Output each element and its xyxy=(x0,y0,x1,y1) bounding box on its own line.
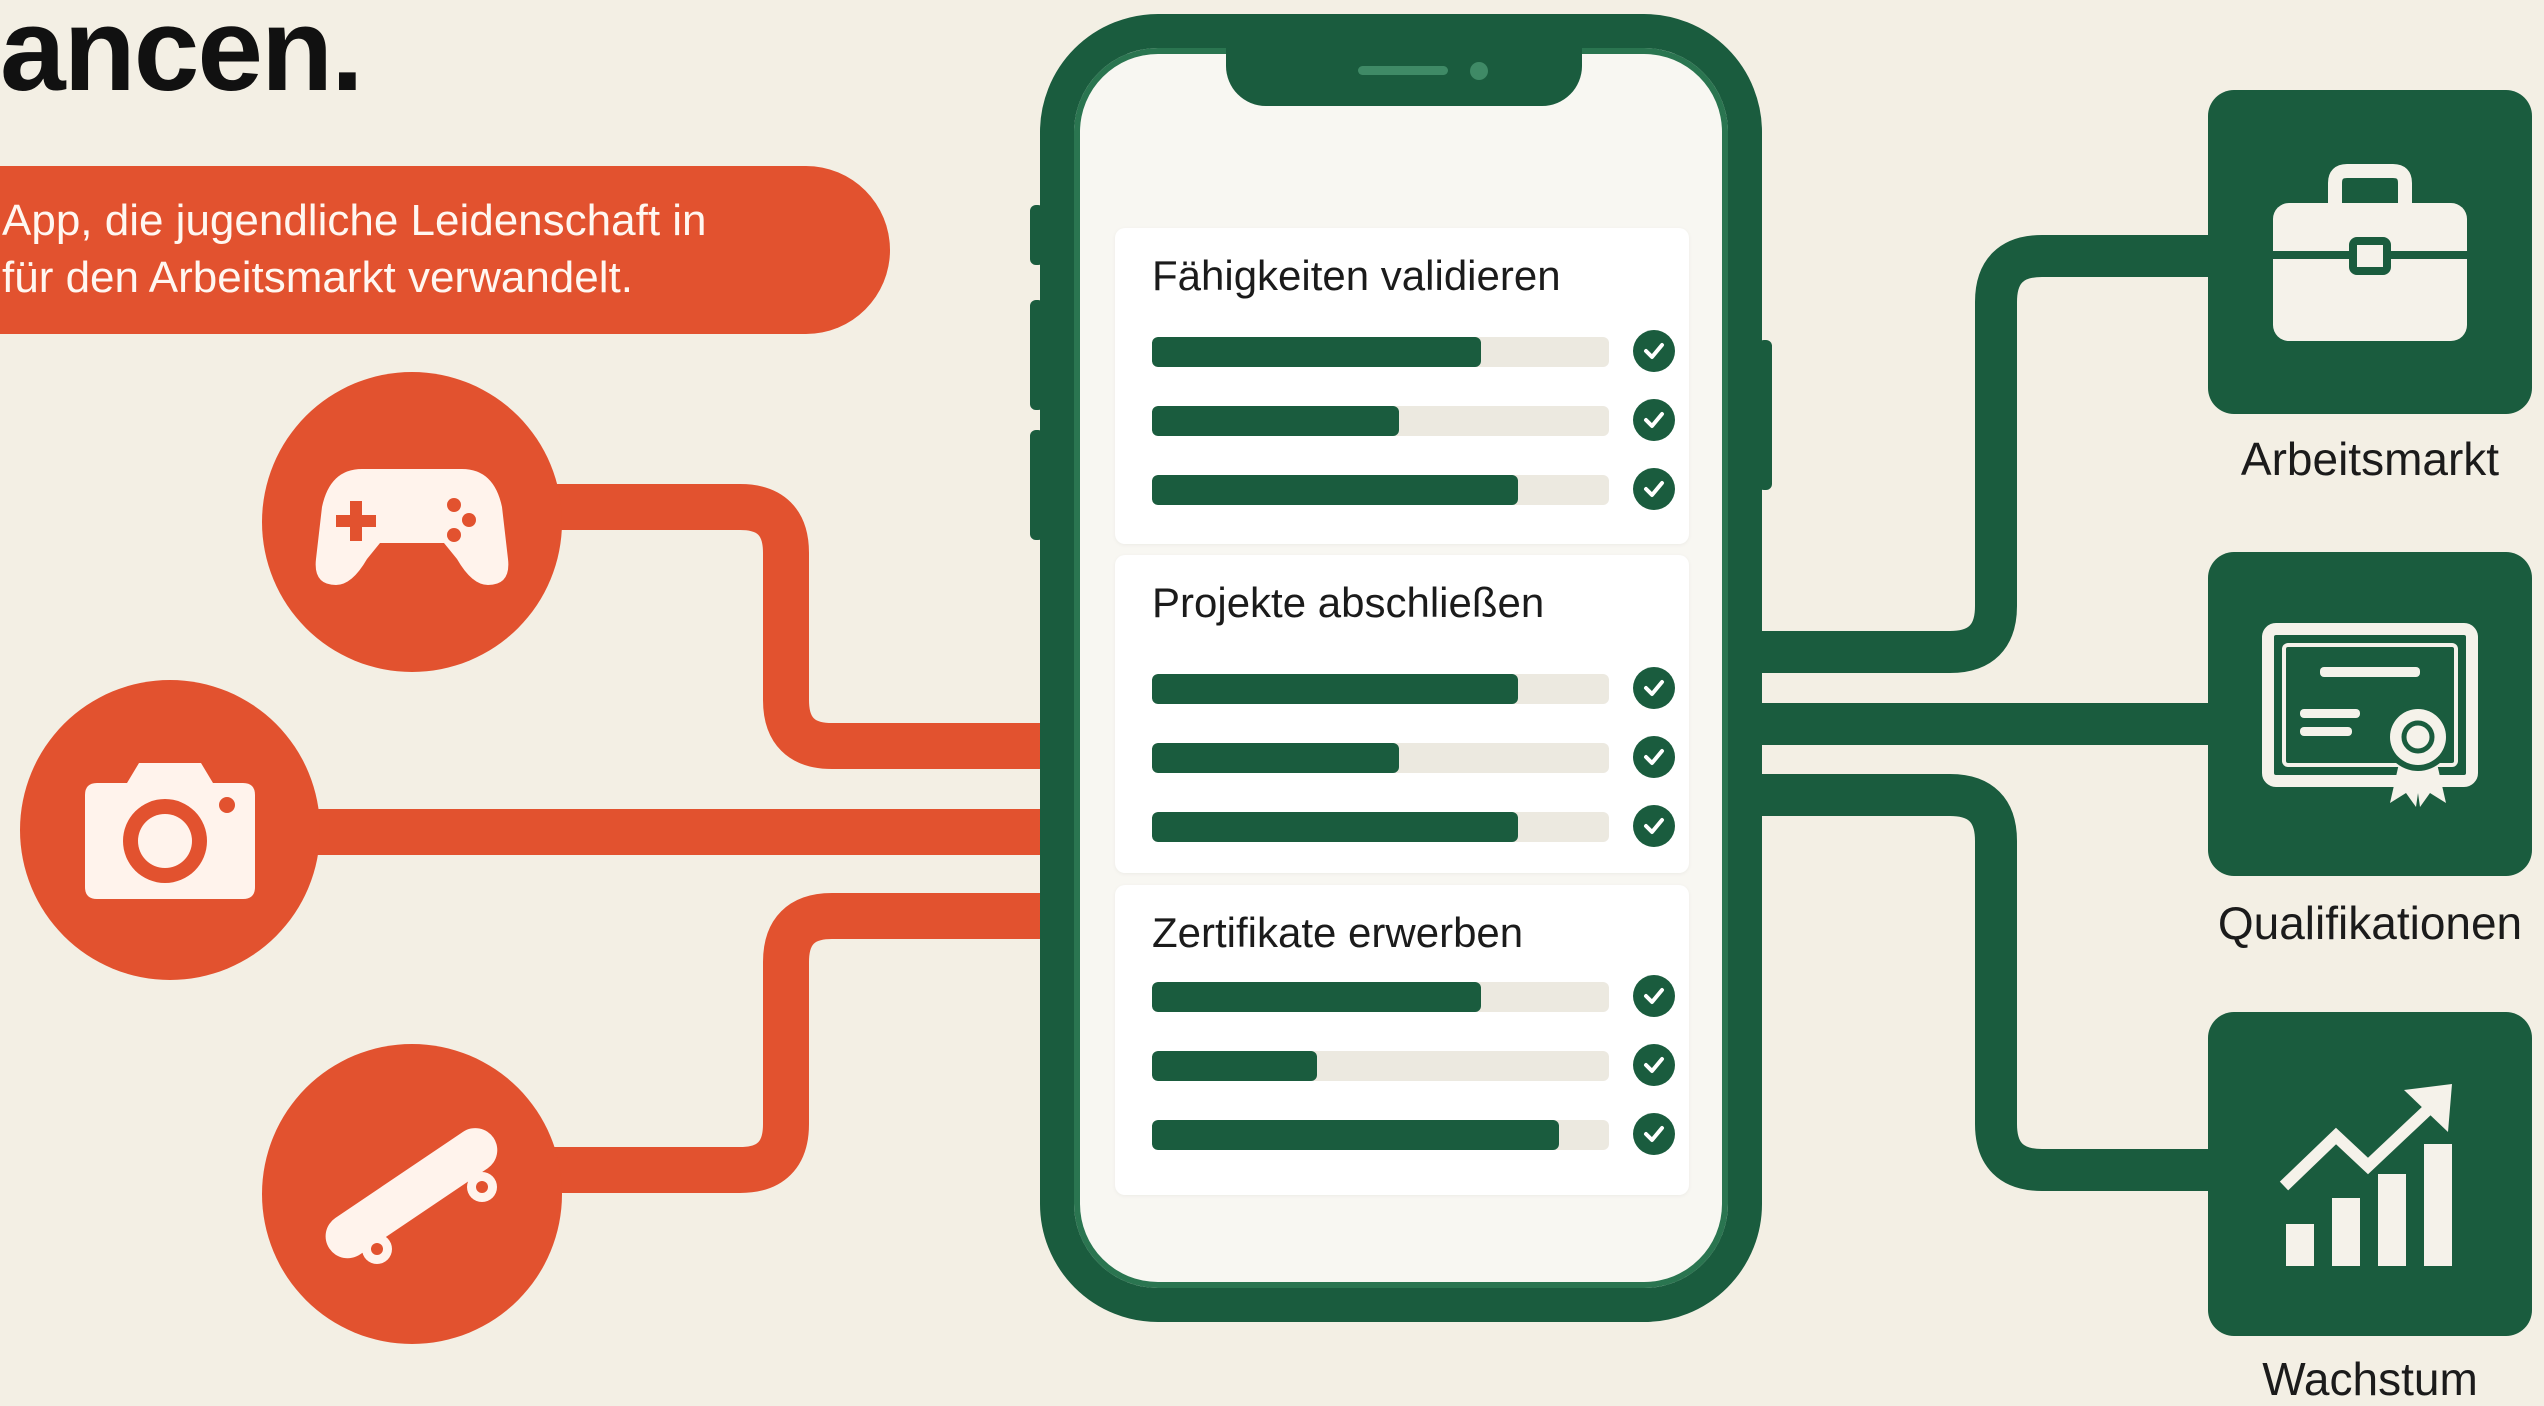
tagline-line-2: für den Arbeitsmarkt verwandelt. xyxy=(2,253,633,302)
outcome-arbeitsmarkt xyxy=(2208,90,2532,414)
outcome-qualifikationen xyxy=(2208,552,2532,876)
task-card-title: Zertifikate erwerben xyxy=(1152,909,1524,956)
tagline-line-1: App, die jugendliche Leidenschaft in xyxy=(2,196,707,245)
connector-arbeitsmarkt xyxy=(1740,235,2230,673)
progress-row xyxy=(1152,734,1675,780)
progress-row xyxy=(1152,973,1675,1019)
task-card: Fähigkeiten validieren xyxy=(1115,228,1689,544)
progress-row xyxy=(1152,466,1675,512)
progress-bar xyxy=(1152,406,1609,436)
hobby-gaming xyxy=(262,372,562,672)
task-card-title: Fähigkeiten validieren xyxy=(1152,252,1561,299)
check-circle-icon xyxy=(1633,667,1675,709)
check-circle-icon xyxy=(1633,330,1675,372)
connector-gamepad xyxy=(520,484,1070,769)
task-card: Zertifikate erwerben xyxy=(1115,885,1689,1195)
phone-speaker xyxy=(1358,66,1448,75)
tagline-banner: App, die jugendliche Leidenschaft in für… xyxy=(0,166,890,334)
task-card-title: Projekte abschließen xyxy=(1152,579,1545,626)
progress-bar-fill xyxy=(1152,406,1399,436)
progress-bar xyxy=(1152,1120,1609,1150)
progress-row xyxy=(1152,665,1675,711)
progress-bar-fill xyxy=(1152,1120,1559,1150)
progress-bar-fill xyxy=(1152,743,1399,773)
connector-skateboard xyxy=(520,893,1070,1193)
camera-icon xyxy=(85,763,255,899)
progress-row xyxy=(1152,1111,1675,1157)
progress-row xyxy=(1152,397,1675,443)
progress-row xyxy=(1152,1042,1675,1088)
headline: ancen. xyxy=(0,0,364,116)
phone-front-camera xyxy=(1470,62,1488,80)
progress-row xyxy=(1152,328,1675,374)
outcome-label-wachstum: Wachstum xyxy=(2262,1353,2478,1405)
check-circle-icon xyxy=(1633,399,1675,441)
check-circle-icon xyxy=(1633,736,1675,778)
briefcase-icon xyxy=(2273,164,2467,341)
hobby-photography xyxy=(20,680,320,980)
check-circle-icon xyxy=(1633,468,1675,510)
progress-bar xyxy=(1152,337,1609,367)
progress-bar xyxy=(1152,982,1609,1012)
check-circle-icon xyxy=(1633,975,1675,1017)
progress-bar xyxy=(1152,475,1609,505)
hobby-skateboarding xyxy=(262,1044,562,1344)
progress-row xyxy=(1152,803,1675,849)
connector-wachstum xyxy=(1740,774,2230,1191)
growth-chart-icon xyxy=(2279,1084,2452,1266)
outcome-wachstum xyxy=(2208,1012,2532,1336)
progress-bar xyxy=(1152,743,1609,773)
progress-bar xyxy=(1152,812,1609,842)
progress-bar-fill xyxy=(1152,475,1518,505)
certificate-icon xyxy=(2262,623,2478,807)
outcome-label-arbeitsmarkt: Arbeitsmarkt xyxy=(2240,433,2500,485)
progress-bar xyxy=(1152,674,1609,704)
progress-bar-fill xyxy=(1152,1051,1317,1081)
check-circle-icon xyxy=(1633,805,1675,847)
progress-bar-fill xyxy=(1152,674,1518,704)
progress-bar-fill xyxy=(1152,337,1482,367)
progress-bar xyxy=(1152,1051,1609,1081)
gamepad-icon xyxy=(315,469,509,585)
progress-bar-fill xyxy=(1152,982,1482,1012)
outcome-label-qualifikationen: Qualifikationen xyxy=(2217,897,2523,949)
check-circle-icon xyxy=(1633,1113,1675,1155)
progress-bar-fill xyxy=(1152,812,1518,842)
check-circle-icon xyxy=(1633,1044,1675,1086)
skateboard-icon xyxy=(325,1128,498,1264)
task-card: Projekte abschließen xyxy=(1115,555,1689,873)
